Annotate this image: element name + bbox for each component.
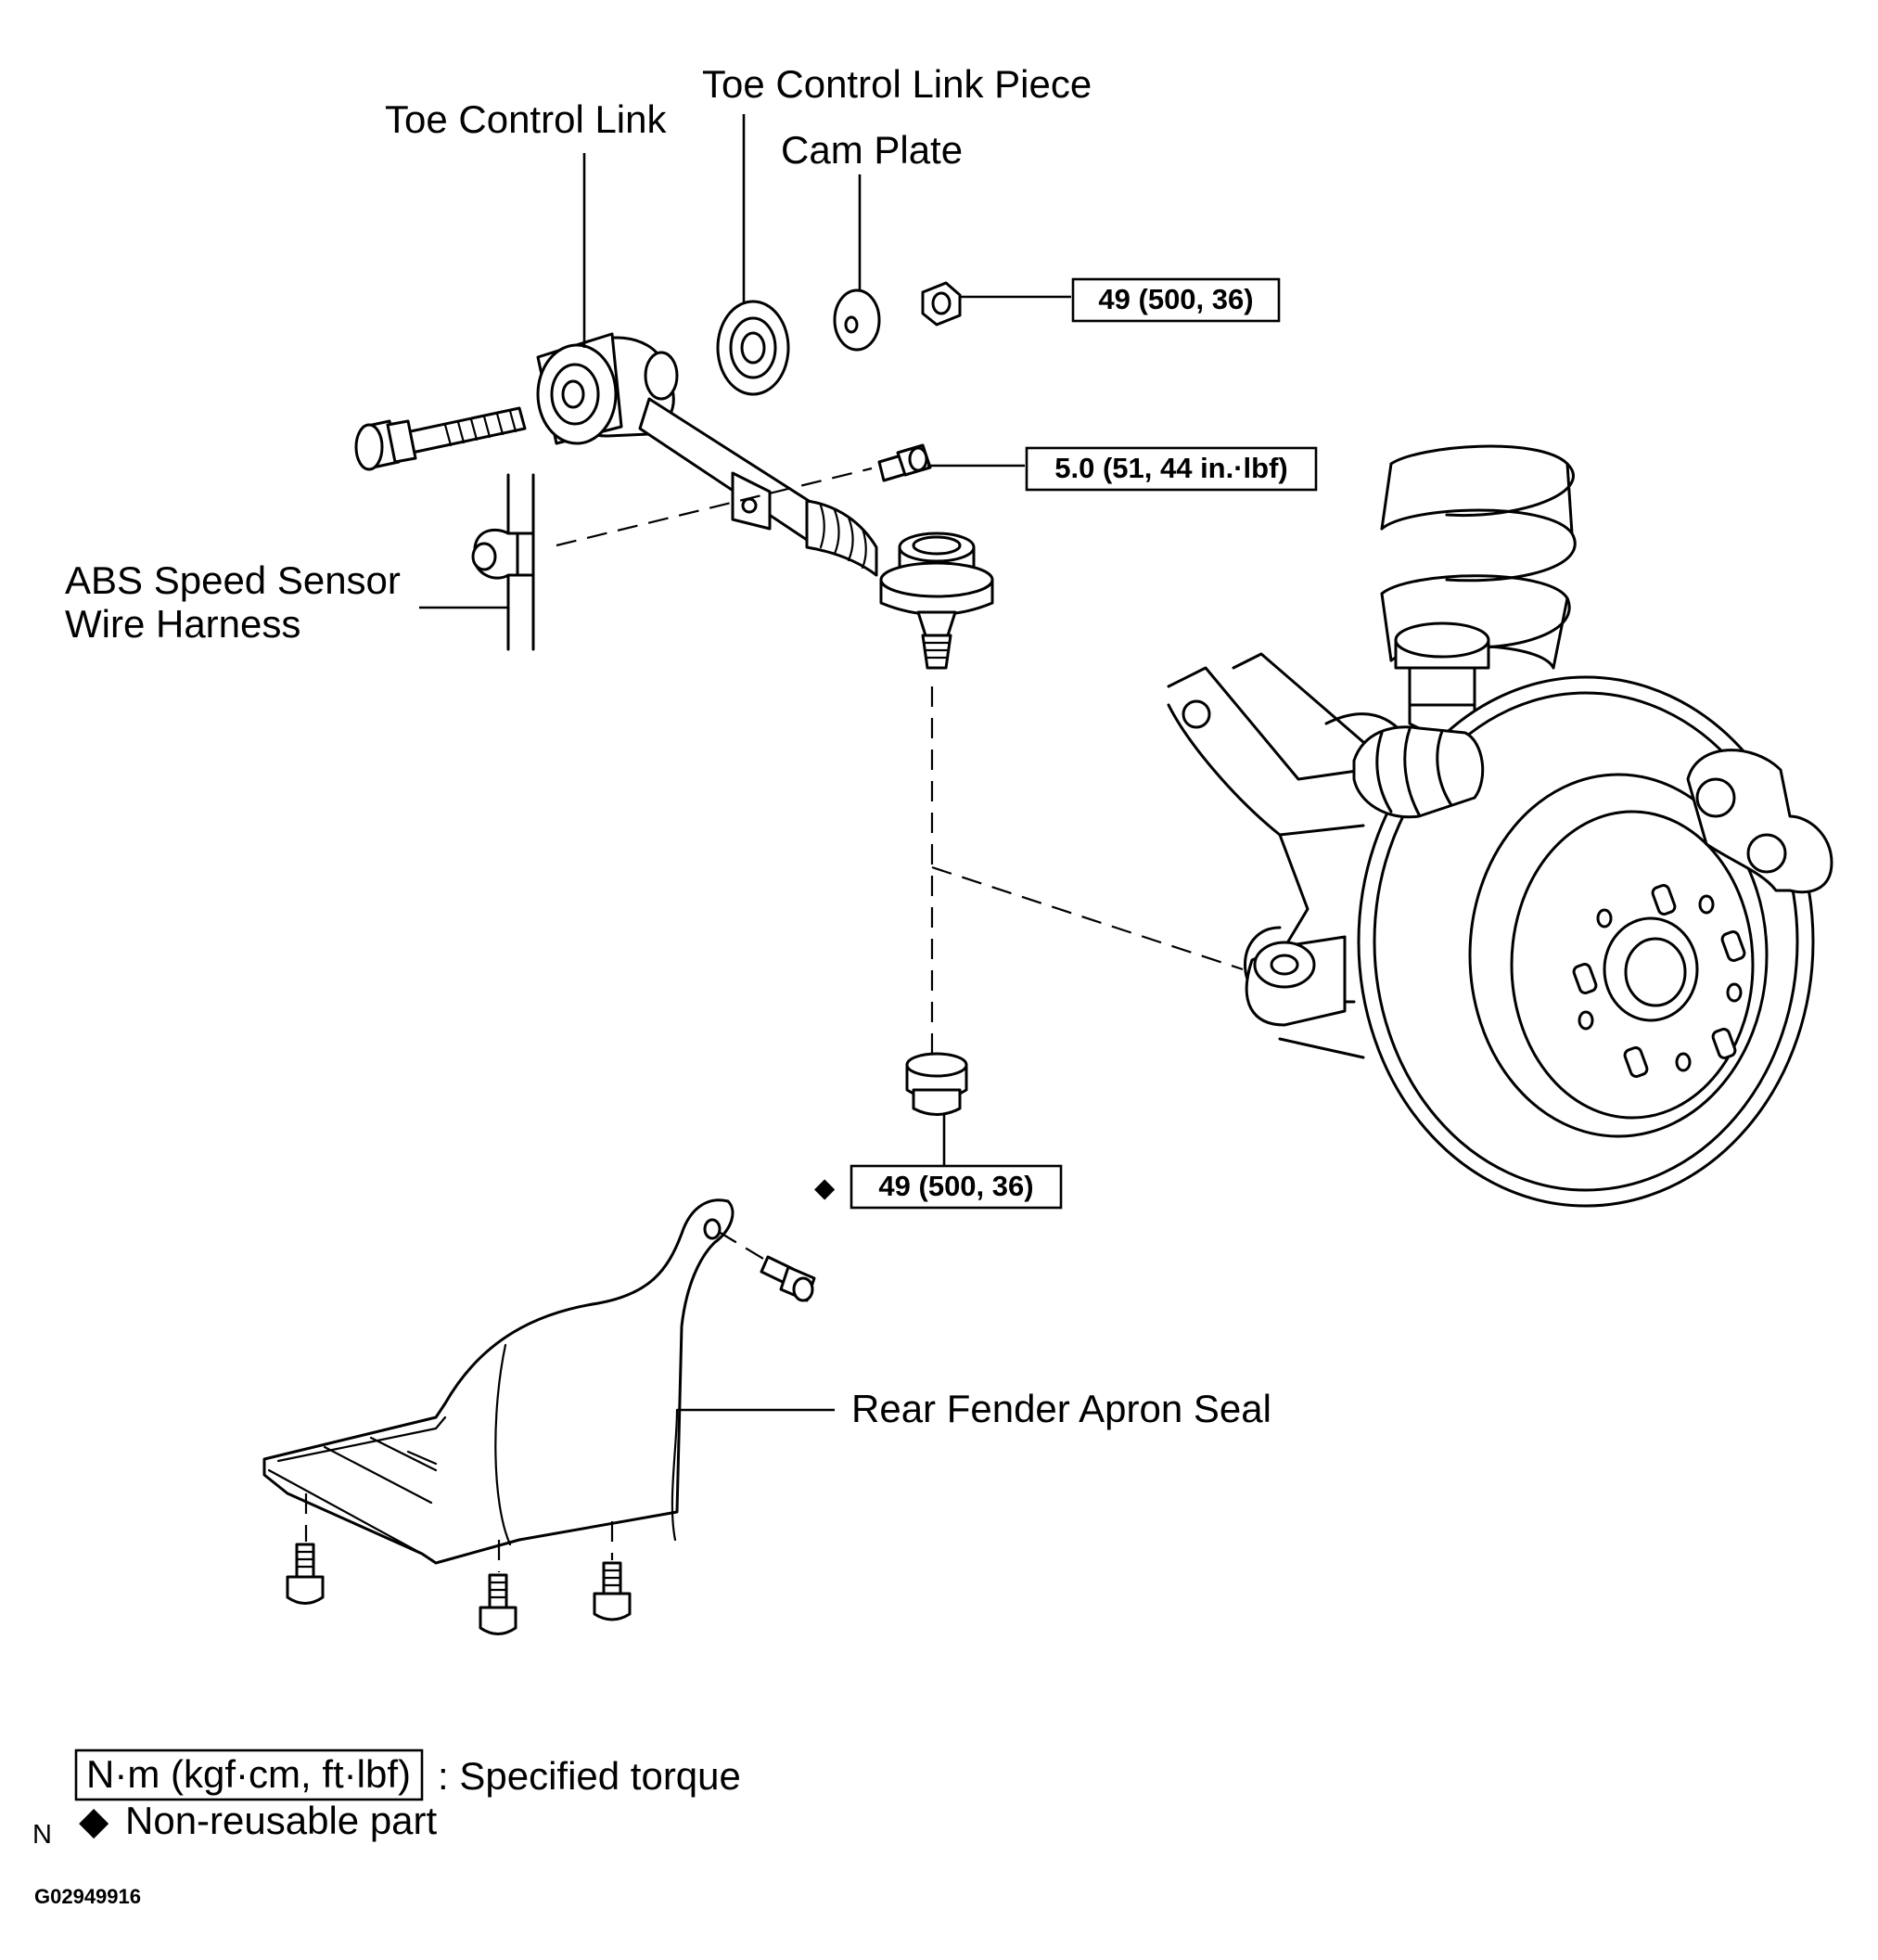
cam-nut bbox=[921, 281, 962, 327]
toe-control-link-assembly bbox=[354, 332, 994, 670]
alignment-lines bbox=[304, 467, 1244, 1572]
link-bolt bbox=[354, 406, 527, 471]
torque-spec-bracket-bolt: 5.0 (51, 44 in.·lbf) bbox=[1025, 446, 1318, 492]
apron-side-bolt bbox=[760, 1255, 816, 1302]
link-boot bbox=[805, 499, 878, 577]
rear-fender-apron-seal-part bbox=[262, 1198, 735, 1565]
bracket-bolt bbox=[877, 443, 932, 482]
label-toe-control-link: Toe Control Link bbox=[385, 97, 667, 141]
axle-boot bbox=[1352, 725, 1485, 819]
non-reusable-diamond-mark: ◆ bbox=[814, 1173, 836, 1203]
apron-bolt-2 bbox=[479, 1573, 517, 1635]
label-rear-fender-apron-seal: Rear Fender Apron Seal bbox=[851, 1387, 1271, 1430]
label-wire-harness: Wire Harness bbox=[65, 602, 300, 646]
label-toe-control-link-piece: Toe Control Link Piece bbox=[702, 62, 1092, 106]
ball-joint bbox=[879, 532, 994, 670]
apron-bolt-3 bbox=[593, 1561, 632, 1621]
brake-caliper bbox=[1686, 749, 1833, 894]
ball-joint-nut bbox=[905, 1052, 968, 1116]
legend-unit-box-text: N·m (kgf·cm, ft·lbf) bbox=[86, 1752, 411, 1796]
legend-specified-torque: : Specified torque bbox=[438, 1754, 741, 1798]
toe-control-link-piece bbox=[716, 300, 790, 396]
legend-n-mark: N bbox=[32, 1820, 52, 1850]
abs-wire-harness bbox=[471, 473, 535, 651]
torque-spec-ball-joint-nut: ◆ 49 (500, 36) bbox=[814, 1164, 1063, 1210]
leader-lines bbox=[419, 114, 1071, 1412]
torque-value-bracket-bolt: 5.0 (51, 44 in.·lbf) bbox=[1054, 452, 1288, 484]
wheel-hub-assembly bbox=[1167, 444, 1833, 1208]
torque-value-ball-joint-nut: 49 (500, 36) bbox=[878, 1170, 1033, 1202]
legend-non-reusable: Non-reusable part bbox=[125, 1799, 438, 1842]
knuckle-arm-eye bbox=[1245, 935, 1347, 1027]
hub-bolts bbox=[1572, 884, 1746, 1078]
legend-diamond-icon: ◆ bbox=[79, 1799, 109, 1842]
upper-stub bbox=[1394, 621, 1490, 707]
torque-spec-cam-nut: 49 (500, 36) bbox=[1071, 277, 1281, 323]
link-bushing bbox=[536, 332, 679, 445]
apron-seal-bolts bbox=[286, 1255, 816, 1635]
cam-plate bbox=[833, 288, 881, 352]
label-abs-speed-sensor: ABS Speed Sensor bbox=[65, 558, 401, 602]
apron-bolt-1 bbox=[286, 1543, 325, 1605]
label-cam-plate: Cam Plate bbox=[781, 128, 963, 172]
torque-value-cam-nut: 49 (500, 36) bbox=[1098, 283, 1253, 315]
figure-code: G02949916 bbox=[34, 1885, 141, 1908]
legend: N·m (kgf·cm, ft·lbf) : Specified torque … bbox=[32, 1749, 741, 1850]
